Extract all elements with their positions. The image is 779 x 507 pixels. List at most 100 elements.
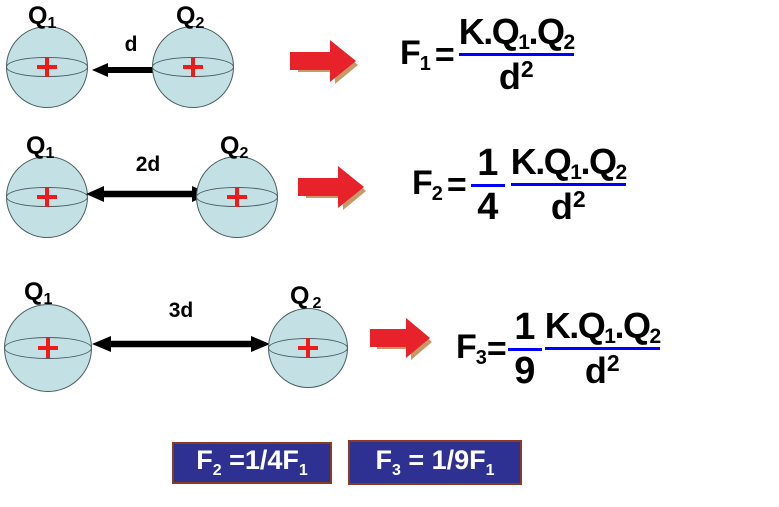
sphere-body xyxy=(196,156,278,238)
fraction-bar xyxy=(507,347,542,351)
fraction-numerator: K.Q1.Q2 xyxy=(510,141,627,184)
charge-label-q1-row2: Q1 xyxy=(26,134,54,162)
charge-sphere-q1-row2: Q1 xyxy=(6,134,94,238)
equals-sign: = xyxy=(486,330,507,369)
coefficient-denominator: 9 xyxy=(514,349,536,392)
fraction-assembly-row2: 1 4 K.Q1.Q2 d2 xyxy=(470,141,627,228)
force-symbol: F xyxy=(375,444,392,475)
coulomb-fraction-row2: K.Q1.Q2 d2 xyxy=(510,141,627,226)
fraction-denominator: d2 xyxy=(585,351,620,390)
force-symbol: F xyxy=(412,164,433,203)
charge-sphere-q1-row3: Q1 xyxy=(4,280,100,394)
summary-box-f3: F3 = 1/9F1 xyxy=(348,440,522,485)
numerator-mid: .Q xyxy=(580,141,617,182)
charge-symbol: Q xyxy=(290,282,310,310)
sphere-body xyxy=(6,156,88,238)
numerator-kq: K.Q xyxy=(458,11,520,52)
formula-name-f3: F3 xyxy=(456,328,487,370)
denominator-exponent: 2 xyxy=(572,186,586,213)
charge-subscript: 1 xyxy=(45,145,55,162)
fraction-denominator: d2 xyxy=(499,57,534,96)
charge-label-q1-row3: Q1 xyxy=(24,280,52,308)
coefficient-numerator: 1 xyxy=(514,306,536,348)
fraction-assembly-row3: 1 9 K.Q1.Q2 d2 xyxy=(507,305,661,392)
numerator-mid: .Q xyxy=(528,11,565,52)
charge-sphere-q2-row1: Q2 xyxy=(152,4,240,108)
fraction-numerator: K.Q1.Q2 xyxy=(458,11,575,54)
sphere-body xyxy=(4,304,92,392)
coefficient-fraction-row3: 1 9 xyxy=(507,306,542,392)
red-block-arrow-icon-row2 xyxy=(296,164,370,210)
summary-box-f2: F2 =1/4F1 xyxy=(172,442,332,484)
force-subscript: 3 xyxy=(391,461,401,479)
summary-expression: = 1/9F xyxy=(400,444,486,475)
force-subscript: 3 xyxy=(475,347,487,370)
positive-charge-icon xyxy=(37,187,57,207)
numerator-mid: .Q xyxy=(614,305,651,346)
numerator-sub1: 1 xyxy=(570,161,582,184)
red-block-arrow-icon-row1 xyxy=(288,38,362,84)
distance-label-row2: 2d xyxy=(135,153,161,176)
force-subscript: 2 xyxy=(431,183,443,206)
positive-charge-icon xyxy=(38,338,58,358)
charge-subscript: 1 xyxy=(43,291,53,308)
reference-subscript: 1 xyxy=(298,462,308,479)
charge-subscript: 1 xyxy=(47,15,57,32)
summary-f3-text: F3 = 1/9F1 xyxy=(375,444,495,479)
charge-symbol: Q xyxy=(24,278,44,306)
charge-subscript: 2 xyxy=(312,295,322,312)
charge-symbol: Q xyxy=(220,132,240,160)
summary-expression: =1/4F xyxy=(221,445,299,475)
numerator-sub2: 2 xyxy=(615,161,627,184)
denominator-exponent: 2 xyxy=(520,56,534,83)
double-headed-arrow-icon xyxy=(92,336,270,352)
positive-charge-icon xyxy=(298,338,318,358)
formula-f1: F1 = K.Q1.Q2 d2 xyxy=(400,11,575,96)
charge-sphere-q1-row1: Q1 xyxy=(6,4,94,108)
distance-indicator-row2: 2d xyxy=(86,154,210,202)
numerator-kq: K.Q xyxy=(510,141,572,182)
fraction-bar xyxy=(458,53,574,57)
sphere-body xyxy=(6,26,88,108)
coulomb-fraction-row3: K.Q1.Q2 d2 xyxy=(544,305,661,390)
equals-sign: = xyxy=(434,36,455,75)
denominator-d: d xyxy=(550,186,573,228)
numerator-sub2: 2 xyxy=(563,31,575,54)
fraction-bar xyxy=(544,347,660,351)
denominator-exponent: 2 xyxy=(606,350,620,377)
force-symbol: F xyxy=(400,34,421,73)
red-block-arrow-icon-row3 xyxy=(368,316,436,360)
fraction-bar xyxy=(470,183,505,187)
numerator-sub1: 1 xyxy=(604,325,616,348)
formula-name-f1: F1 xyxy=(400,34,431,74)
fraction-bar xyxy=(510,183,626,187)
summary-f2-text: F2 =1/4F1 xyxy=(196,447,308,479)
formula-f3: F3 = 1 9 K.Q1.Q2 d2 xyxy=(456,305,661,392)
charge-symbol: Q xyxy=(176,2,196,30)
coefficient-fraction-row2: 1 4 xyxy=(470,144,505,228)
coulomb-fraction-row1: K.Q1.Q2 d2 xyxy=(458,11,575,96)
formula-f2: F2 = 1 4 K.Q1.Q2 d2 xyxy=(412,141,627,228)
summary-row: F2 =1/4F1 F3 = 1/9F1 xyxy=(0,440,779,488)
fraction-denominator: d2 xyxy=(551,187,586,226)
equator-line xyxy=(4,336,92,360)
numerator-kq: K.Q xyxy=(544,305,606,346)
denominator-d: d xyxy=(584,350,607,392)
double-headed-arrow-icon xyxy=(86,186,210,202)
force-symbol: F xyxy=(456,328,477,367)
charge-label-q1-row1: Q1 xyxy=(28,4,56,32)
charge-symbol: Q xyxy=(28,2,48,30)
positive-charge-icon xyxy=(227,187,247,207)
distance-indicator-row3: 3d xyxy=(92,300,270,352)
positive-charge-icon xyxy=(37,57,57,77)
coefficient-denominator: 4 xyxy=(477,185,499,228)
charge-sphere-q2-row2: Q2 xyxy=(196,134,284,238)
fraction-numerator: K.Q1.Q2 xyxy=(544,305,661,348)
equals-sign: = xyxy=(446,166,467,205)
charge-label-q2-row1: Q2 xyxy=(176,4,204,32)
reference-subscript: 1 xyxy=(485,461,495,479)
